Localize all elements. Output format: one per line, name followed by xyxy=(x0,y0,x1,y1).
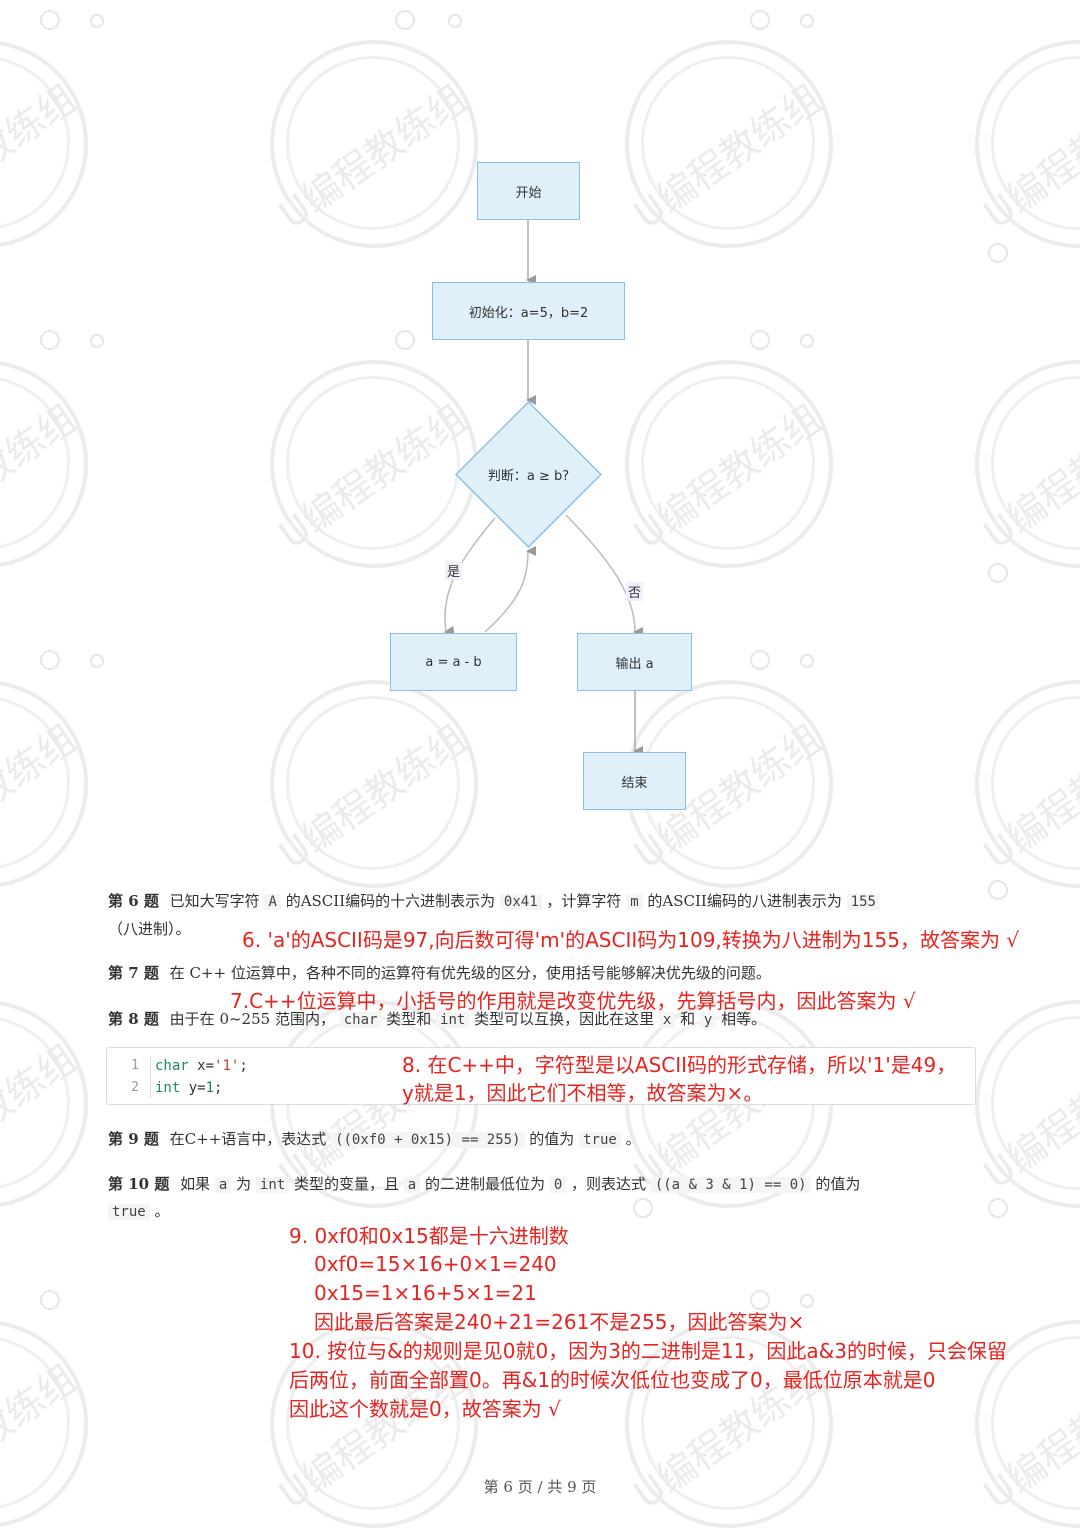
gutter-divider xyxy=(150,1056,151,1098)
question-text: 。 xyxy=(154,1202,170,1220)
question-text: 的二进制最低位为 xyxy=(425,1175,546,1193)
question-text: 类型和 xyxy=(386,1010,432,1028)
node-label: 初始化：a=5，b=2 xyxy=(468,305,589,321)
question-6-line2: （八进制）。 xyxy=(108,920,191,938)
flow-node-decision: 判断：a ≥ b? xyxy=(455,401,602,548)
inline-code: m xyxy=(626,894,643,910)
inline-code: y xyxy=(699,1012,717,1028)
code-line: char x='1'; xyxy=(155,1058,248,1074)
question-text: 在 C++ 位运算中，各种不同的运算符有优先级的区分，使用括号能够解决优先级的问… xyxy=(169,964,771,982)
question-text: 已知大写字符 xyxy=(169,892,260,910)
watermark: U编程教练组 xyxy=(975,1000,1080,1220)
question-number: 第 9 题 xyxy=(108,1130,159,1148)
edge-label-no: 否 xyxy=(626,582,644,601)
inline-code: A xyxy=(264,894,281,910)
question-text: ，则表达式 xyxy=(571,1175,647,1193)
line-number: 2 xyxy=(131,1080,139,1095)
question-text: 如果 xyxy=(180,1175,211,1193)
question-text: 的值为 xyxy=(529,1130,575,1148)
inline-code: 0 xyxy=(549,1177,567,1193)
annotation-9-line2: 0xf0=15×16+0×1=240 xyxy=(314,1252,557,1276)
annotation-8-line1: 8. 在C++中，字符型是以ASCII码的形式存储，所以'1'是49， xyxy=(402,1053,957,1077)
node-label: 结束 xyxy=(621,775,648,791)
node-label: 开始 xyxy=(515,185,542,201)
inline-code: ((a & 3 & 1) == 0) xyxy=(650,1177,811,1193)
question-8: 第 8 题 由于在 0~255 范围内， char 类型和 int 类型可以互换… xyxy=(108,1008,766,1029)
question-number: 第 8 题 xyxy=(108,1010,159,1028)
question-6: 第 6 题 已知大写字符 A 的ASCII编码的十六进制表示为 0x41 ，计算… xyxy=(108,890,880,911)
inline-code: ((0xf0 + 0x15) == 255) xyxy=(331,1132,525,1148)
annotation-10-line2: 后两位，前面全部置0。再&1的时候次低位也变成了0，最低位原本就是0 xyxy=(289,1368,936,1392)
inline-code: true xyxy=(108,1204,150,1220)
code-text: ; xyxy=(214,1080,223,1096)
question-number: 第 7 题 xyxy=(108,964,159,982)
question-10-line2: true 。 xyxy=(108,1200,170,1221)
question-10: 第 10 题 如果 a 为 int 类型的变量，且 a 的二进制最低位为 0 ，… xyxy=(108,1173,860,1194)
node-label: 判断：a ≥ b? xyxy=(487,469,570,484)
code-text: y= xyxy=(180,1080,206,1096)
inline-code: char xyxy=(339,1012,382,1028)
node-label: a = a - b xyxy=(425,654,482,670)
watermark: U编程教练组 xyxy=(0,1320,100,1540)
flow-node-output: 输出 a xyxy=(577,633,692,691)
question-text: 在C++语言中，表达式 xyxy=(169,1130,327,1148)
flow-node-end: 结束 xyxy=(583,752,686,810)
inline-code: int xyxy=(255,1177,290,1193)
page-footer: 第 6 页 / 共 9 页 xyxy=(483,1478,597,1496)
code-line: int y=1; xyxy=(155,1080,222,1096)
question-text: 的ASCII编码的十六进制表示为 xyxy=(285,892,496,910)
flow-node-start: 开始 xyxy=(477,162,580,220)
inline-code: int xyxy=(436,1012,470,1028)
flow-node-subtract: a = a - b xyxy=(390,633,517,691)
annotation-10-line1: 10. 按位与&的规则是见0就0，因为3的二进制是11，因此a&3的时候，只会保… xyxy=(289,1339,1007,1363)
inline-code: x xyxy=(658,1012,676,1028)
question-text: 类型可以互换，因此在这里 xyxy=(474,1010,655,1028)
code-keyword: char xyxy=(155,1058,189,1074)
question-text: ，计算字符 xyxy=(546,892,622,910)
annotation-9-line4: 因此最后答案是240+21=261不是255，因此答案为× xyxy=(314,1310,805,1334)
question-text: 的ASCII编码的八进制表示为 xyxy=(647,892,842,910)
flow-node-init: 初始化：a=5，b=2 xyxy=(432,282,625,340)
question-text: 。 xyxy=(625,1130,641,1148)
inline-code: true xyxy=(579,1132,621,1148)
annotation-8-line2: y就是1，因此它们不相等，故答案为×。 xyxy=(402,1081,764,1105)
annotation-6: 6. 'a'的ASCII码是97,向后数可得'm'的ASCII码为109,转换为… xyxy=(242,928,1020,952)
code-keyword: int xyxy=(155,1080,181,1096)
inline-code: 0x41 xyxy=(499,894,542,910)
node-label: 输出 a xyxy=(615,656,654,672)
question-text: 类型的变量，且 xyxy=(294,1175,400,1193)
code-text: ; xyxy=(239,1058,248,1074)
code-string: '1' xyxy=(214,1058,240,1074)
edge-label-yes: 是 xyxy=(445,561,463,580)
code-number: 1 xyxy=(205,1080,215,1096)
annotation-9-line1: 9. 0xf0和0x15都是十六进制数 xyxy=(289,1224,569,1248)
annotation-9-line3: 0x15=1×16+5×1=21 xyxy=(314,1281,537,1305)
code-block: 1 2 char x='1'; int y=1; xyxy=(106,1047,976,1105)
question-number: 第 6 题 xyxy=(108,892,159,910)
question-9: 第 9 题 在C++语言中，表达式 ((0xf0 + 0x15) == 255)… xyxy=(108,1128,641,1149)
inline-code: a xyxy=(214,1177,232,1193)
question-text: 和 xyxy=(680,1010,696,1028)
question-7: 第 7 题 在 C++ 位运算中，各种不同的运算符有优先级的区分，使用括号能够解… xyxy=(108,962,771,983)
watermark: U编程教练组 xyxy=(0,1000,100,1220)
annotation-10-line3: 因此这个数就是0，故答案为 √ xyxy=(289,1397,561,1421)
inline-code: a xyxy=(403,1177,421,1193)
annotation-7: 7.C++位运算中，小括号的作用就是改变优先级，先算括号内，因此答案为 √ xyxy=(230,989,916,1013)
question-text: 由于在 0~255 范围内， xyxy=(169,1010,335,1028)
question-number: 第 10 题 xyxy=(108,1175,170,1193)
line-number: 1 xyxy=(131,1058,139,1073)
code-text: x= xyxy=(188,1058,215,1074)
question-text: 相等。 xyxy=(721,1010,767,1028)
question-text: 的值为 xyxy=(815,1175,861,1193)
inline-code: 155 xyxy=(846,894,880,910)
question-text: 为 xyxy=(236,1175,252,1193)
